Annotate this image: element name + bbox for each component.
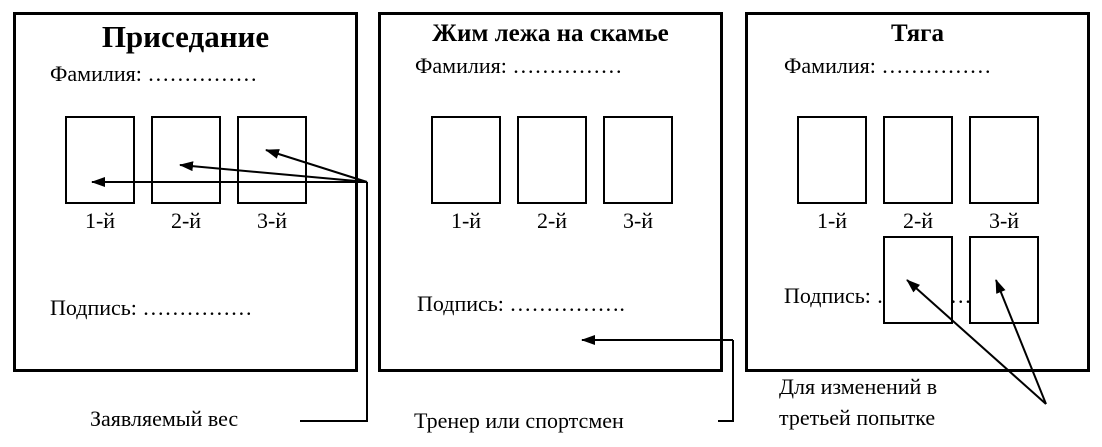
attempt-box-3 xyxy=(969,116,1039,204)
change-box-2 xyxy=(883,236,953,324)
attempt-label-2: 2-й xyxy=(902,208,934,233)
caption-declared-weight: Заявляемый вес xyxy=(90,406,239,431)
caption-third-attempt-line1: Для изменений в xyxy=(779,374,938,399)
signature-field: Подпись: …………… xyxy=(50,295,253,320)
attempt-box-2 xyxy=(883,116,953,204)
card-title: Тяга xyxy=(890,20,945,47)
surname-field: Фамилия: …………… xyxy=(50,61,258,86)
attempt-box-3 xyxy=(237,116,307,204)
attempt-label-3: 3-й xyxy=(988,208,1020,233)
attempt-box-2 xyxy=(517,116,587,204)
surname-field: Фамилия: …………… xyxy=(784,53,992,78)
surname-field: Фамилия: …………… xyxy=(415,53,623,78)
card-bench-press: Жим лежа на скамье Фамилия: …………… 1-й 2-… xyxy=(378,12,723,372)
card-title: Жим лежа на скамье xyxy=(432,20,669,47)
attempt-box-1 xyxy=(797,116,867,204)
card-deadlift: Тяга Фамилия: …………… 1-й 2-й 3-й Подпись:… xyxy=(745,12,1090,372)
attempt-box-1 xyxy=(431,116,501,204)
caption-third-attempt-line2: третьей попытке xyxy=(779,405,936,430)
attempt-label-1: 1-й xyxy=(816,208,848,233)
attempt-box-3 xyxy=(603,116,673,204)
attempt-label-1: 1-й xyxy=(450,208,482,233)
attempt-label-1: 1-й xyxy=(84,208,116,233)
attempt-label-2: 2-й xyxy=(170,208,202,233)
attempt-label-2: 2-й xyxy=(536,208,568,233)
signature-field: Подпись: ……………. xyxy=(417,291,625,316)
attempt-box-2 xyxy=(151,116,221,204)
card-title: Приседание xyxy=(101,19,270,54)
attempt-label-3: 3-й xyxy=(622,208,654,233)
card-squat: Приседание Фамилия: …………… 1-й 2-й 3-й По… xyxy=(13,12,358,372)
change-box-3 xyxy=(969,236,1039,324)
caption-coach-or-athlete: Тренер или спортсмен xyxy=(414,408,624,433)
attempt-box-1 xyxy=(65,116,135,204)
attempt-label-3: 3-й xyxy=(256,208,288,233)
